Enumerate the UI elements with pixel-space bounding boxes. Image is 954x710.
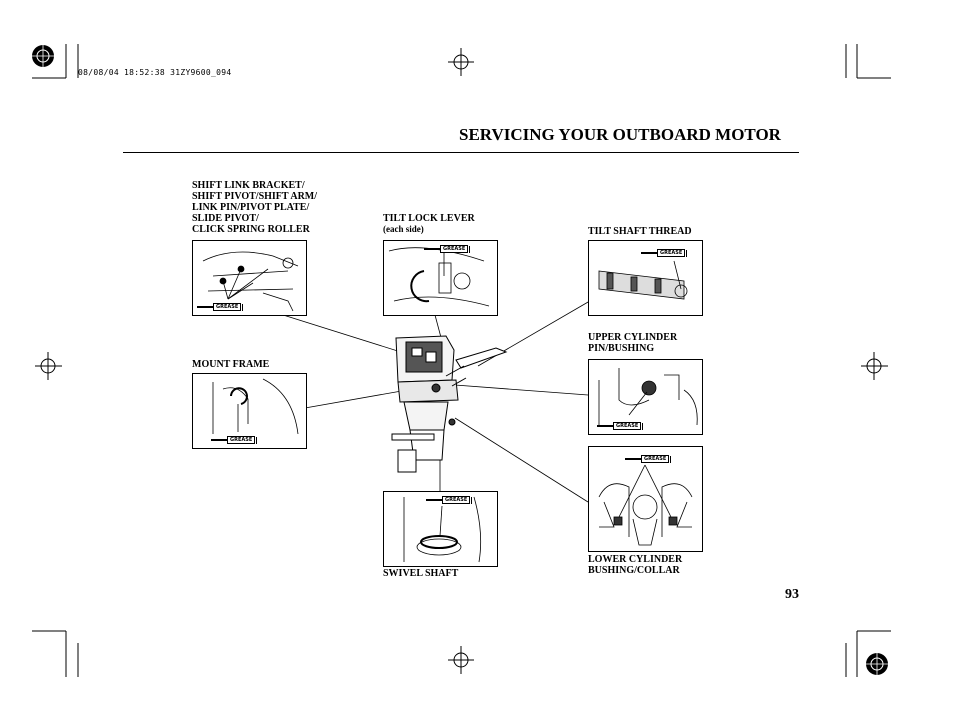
upper-cylinder-diagram: GREASE [588, 359, 703, 435]
mount-frame-diagram: GREASE [192, 373, 307, 449]
tilt-lock-lever-diagram: GREASE [383, 240, 498, 316]
callout-label-upper-cylinder: UPPER CYLINDER PIN/BUSHING [588, 332, 678, 354]
grease-symbol: GREASE [625, 455, 672, 463]
grease-symbol: GREASE [597, 422, 644, 430]
swivel-shaft-diagram: GREASE [383, 491, 498, 567]
callout-label-lower-cylinder: LOWER CYLINDER BUSHING/COLLAR [588, 554, 683, 576]
lower-cylinder-diagram: GREASE [588, 446, 703, 552]
page-title: SERVICING YOUR OUTBOARD MOTOR [459, 125, 781, 144]
title-rule [123, 152, 799, 153]
grease-symbol: GREASE [426, 496, 473, 504]
page-number: 93 [785, 587, 799, 602]
callout-label-tilt-shaft-thread: TILT SHAFT THREAD [588, 226, 692, 237]
shift-link-diagram: GREASE [192, 240, 307, 316]
callout-label-swivel-shaft: SWIVEL SHAFT [383, 568, 459, 579]
grease-symbol: GREASE [641, 249, 688, 257]
print-info: 08/08/04 18:52:38 31ZY9600_094 [78, 68, 232, 77]
callout-label-shift-link: SHIFT LINK BRACKET/ SHIFT PIVOT/SHIFT AR… [192, 180, 318, 235]
outboard-motor-illustration [391, 335, 508, 473]
grease-symbol: GREASE [197, 303, 244, 311]
grease-symbol: GREASE [211, 436, 258, 444]
callout-label-mount-frame: MOUNT FRAME [192, 359, 270, 370]
callout-label-tilt-lock-lever: TILT LOCK LEVER (each side) [383, 213, 475, 234]
grease-symbol: GREASE [424, 245, 471, 253]
tilt-shaft-thread-diagram: GREASE [588, 240, 703, 316]
